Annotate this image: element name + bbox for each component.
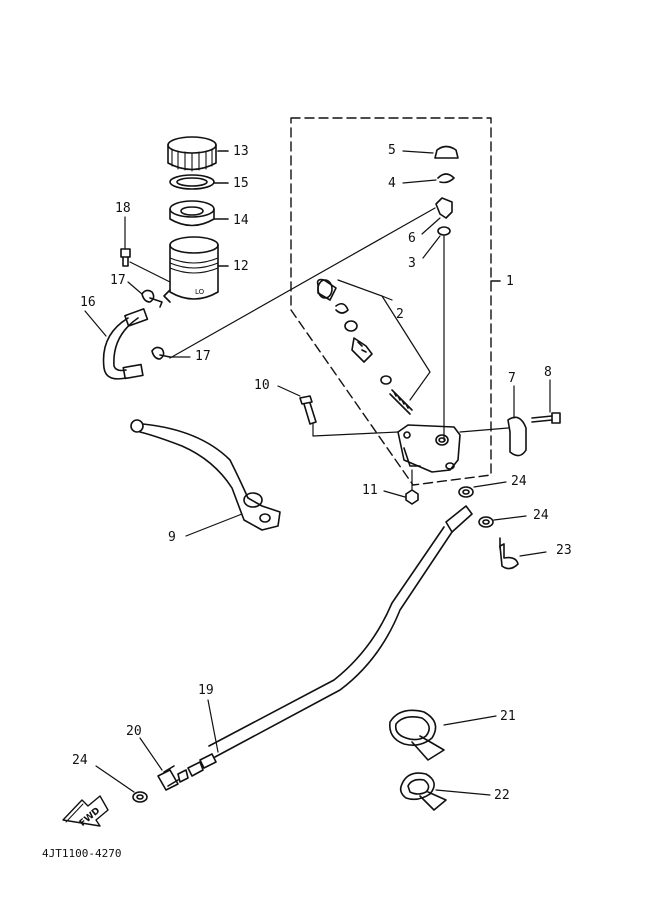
label-part-23: 23 xyxy=(556,543,572,558)
diaphragm-plate xyxy=(169,174,229,190)
piston-kit-2 xyxy=(316,278,431,415)
hose-clip-upper xyxy=(127,281,163,308)
label-part-16: 16 xyxy=(80,295,96,310)
label-part-4: 4 xyxy=(388,176,396,191)
label-part-15: 15 xyxy=(233,176,249,191)
label-part-24-lower: 24 xyxy=(72,753,88,768)
label-part-9: 9 xyxy=(168,530,176,545)
circlip-4 xyxy=(402,173,455,184)
washer-24-upper xyxy=(458,481,507,498)
label-part-14: 14 xyxy=(233,213,249,228)
drawing-code: 4JT1100-4270 xyxy=(42,847,122,860)
master-cylinder-body xyxy=(397,424,461,473)
label-part-11: 11 xyxy=(362,483,378,498)
fwd-arrow-icon: FWD xyxy=(62,795,109,829)
hose-clamp-22 xyxy=(399,772,491,811)
label-part-21: 21 xyxy=(500,709,516,724)
diaphragm xyxy=(169,200,229,227)
clutch-hose-19 xyxy=(187,505,473,777)
hose-joint-6 xyxy=(421,197,453,235)
label-part-22: 22 xyxy=(494,788,510,803)
label-part-6: 6 xyxy=(408,231,416,246)
reservoir-body: LO xyxy=(163,236,229,303)
clutch-lever-9 xyxy=(130,419,281,537)
label-part-2: 2 xyxy=(396,307,404,322)
label-part-17-upper: 17 xyxy=(110,273,126,288)
label-part-1: 1 xyxy=(506,274,514,289)
label-part-3: 3 xyxy=(408,256,416,271)
label-part-12: 12 xyxy=(233,259,249,274)
label-part-10: 10 xyxy=(254,378,270,393)
nut-11 xyxy=(383,469,419,505)
banjo-fitting-20 xyxy=(139,737,189,791)
label-part-24-upper: 24 xyxy=(511,474,527,489)
holder-7 xyxy=(459,385,527,457)
label-part-5: 5 xyxy=(388,143,396,158)
svg-text:LO: LO xyxy=(195,288,205,296)
screw-18 xyxy=(120,216,171,283)
pivot-bolt-10 xyxy=(277,385,399,437)
label-part-13: 13 xyxy=(233,144,249,159)
o-ring-3 xyxy=(422,226,451,441)
washer-24-lower xyxy=(95,765,148,803)
label-part-19: 19 xyxy=(198,683,214,698)
reservoir-hose xyxy=(84,308,149,380)
hose-clamp-21 xyxy=(388,709,497,761)
label-part-8: 8 xyxy=(544,365,552,380)
reservoir-cap xyxy=(167,136,229,172)
hose-clip-lower xyxy=(151,346,191,360)
bolt-23 xyxy=(499,537,547,570)
boot-cap-5 xyxy=(402,145,459,159)
label-part-20: 20 xyxy=(126,724,142,739)
label-part-7: 7 xyxy=(508,371,516,386)
washer-24-middle xyxy=(478,515,527,528)
assembly-boundary xyxy=(290,117,492,486)
bolt-8 xyxy=(531,379,561,424)
label-part-18: 18 xyxy=(115,201,131,216)
label-part-17-lower: 17 xyxy=(195,349,211,364)
label-part-24-middle: 24 xyxy=(533,508,549,523)
